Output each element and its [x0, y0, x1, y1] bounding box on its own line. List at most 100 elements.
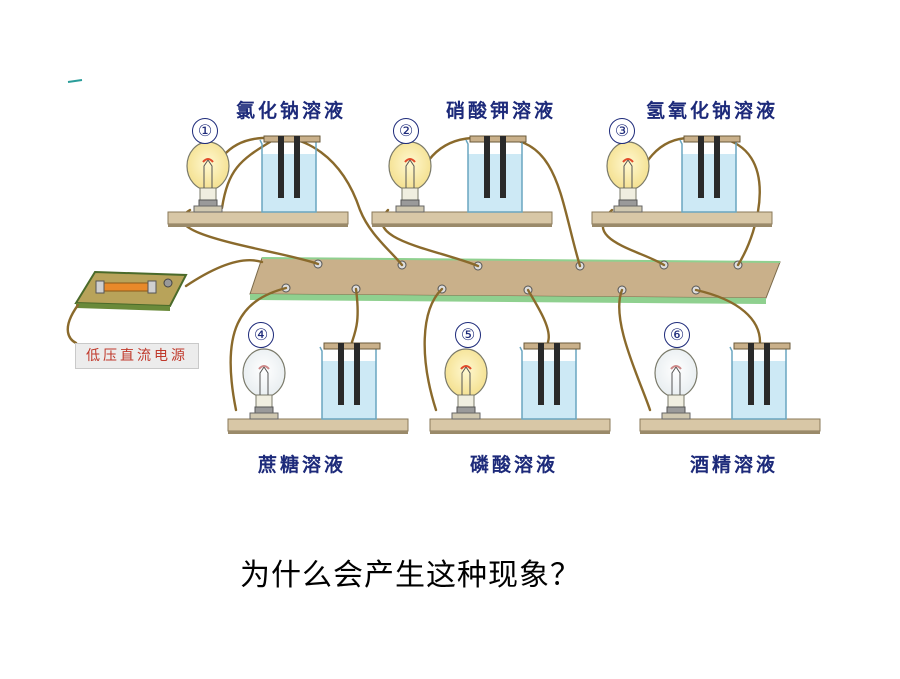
platform-edge	[640, 431, 820, 434]
platform-edge	[228, 431, 408, 434]
platform-edge	[592, 224, 772, 227]
solution-label-4: 蔗糖溶液	[258, 454, 347, 476]
beaker-glass	[729, 346, 787, 420]
bulb-socket	[451, 412, 481, 420]
beaker-glass	[519, 346, 577, 420]
platform	[167, 211, 349, 225]
beaker-solution	[732, 361, 786, 419]
bulb-base	[198, 199, 218, 207]
wire-13	[694, 288, 762, 344]
beaker-lid	[733, 342, 791, 350]
bulb-neck	[667, 394, 685, 408]
setup-number-1: ①	[192, 118, 218, 144]
teal-mark	[67, 79, 83, 83]
setup-number-5: ⑤	[455, 322, 481, 348]
beaker-lid	[683, 135, 741, 143]
beaker-solution	[522, 361, 576, 419]
bulb-glass	[242, 348, 286, 398]
electrode-left	[748, 343, 754, 405]
beaker-solution	[322, 361, 376, 419]
bulb-base	[618, 199, 638, 207]
electrode-right	[500, 136, 506, 198]
electrode-right	[764, 343, 770, 405]
platform	[227, 418, 409, 432]
solution-label-2: 硝酸钾溶液	[446, 100, 557, 122]
platform	[639, 418, 821, 432]
electrode-left	[484, 136, 490, 198]
bulb-neck	[255, 394, 273, 408]
wire-8	[229, 286, 288, 412]
wire-12	[618, 288, 652, 412]
connection-board	[249, 257, 781, 304]
wire-10	[423, 287, 444, 412]
bulb-base	[254, 406, 274, 414]
solution-label-5: 磷酸溶液	[470, 454, 559, 476]
wire-14	[184, 259, 264, 288]
electrode-right	[554, 343, 560, 405]
beaker-solution	[682, 154, 736, 212]
beaker-lid	[323, 342, 381, 350]
bulb-glass	[606, 141, 650, 191]
setup-6	[639, 342, 821, 434]
filament	[404, 158, 416, 163]
platform	[591, 211, 773, 225]
bulb-base	[400, 199, 420, 207]
beaker-glass	[259, 139, 317, 213]
bulb-socket	[395, 205, 425, 213]
bulb-base	[456, 406, 476, 414]
filament	[460, 365, 472, 370]
setups-layer	[167, 135, 821, 434]
platform	[429, 418, 611, 432]
setup-number-6: ⑥	[664, 322, 690, 348]
bulb-socket	[249, 412, 279, 420]
power-supply	[74, 270, 188, 311]
electrode-left	[338, 343, 344, 405]
setup-5	[429, 342, 611, 434]
platform	[371, 211, 553, 225]
beaker-lid	[263, 135, 321, 143]
platform-edge	[372, 224, 552, 227]
question-text: 为什么会产生这种现象？	[240, 558, 581, 593]
solution-label-1: 氯化钠溶液	[236, 100, 347, 122]
setup-number-3: ③	[609, 118, 635, 144]
electrode-left	[278, 136, 284, 198]
setup-number-2: ②	[393, 118, 419, 144]
wire-11	[526, 288, 550, 344]
electrode-right	[714, 136, 720, 198]
wire-15	[66, 303, 80, 345]
beaker-glass	[319, 346, 377, 420]
bulb-base	[666, 406, 686, 414]
bulb-glass	[388, 141, 432, 191]
setup-number-4: ④	[248, 322, 274, 348]
bulb-glass	[444, 348, 488, 398]
setup-2	[371, 135, 553, 227]
beaker-glass	[679, 139, 737, 213]
beaker-solution	[468, 154, 522, 212]
bulb-neck	[199, 187, 217, 201]
bulb-neck	[619, 187, 637, 201]
filament	[258, 365, 270, 370]
electrode-left	[538, 343, 544, 405]
beaker-lid	[523, 342, 581, 350]
bulb-socket	[193, 205, 223, 213]
setup-3	[591, 135, 773, 227]
bulb-glass	[186, 141, 230, 191]
bulb-socket	[613, 205, 643, 213]
electrode-left	[698, 136, 704, 198]
platform-edge	[168, 224, 348, 227]
bulb-glass	[654, 348, 698, 398]
setup-1	[167, 135, 349, 227]
wire-9	[350, 287, 359, 344]
bulb-socket	[661, 412, 691, 420]
platform-edge	[430, 431, 610, 434]
beaker-lid	[469, 135, 527, 143]
bulb-neck	[457, 394, 475, 408]
power-supply-label: 低压直流电源	[75, 343, 199, 369]
bulb-neck	[401, 187, 419, 201]
filament	[622, 158, 634, 163]
filament	[670, 365, 682, 370]
solution-label-3: 氢氧化钠溶液	[646, 100, 779, 122]
setup-4	[227, 342, 409, 434]
